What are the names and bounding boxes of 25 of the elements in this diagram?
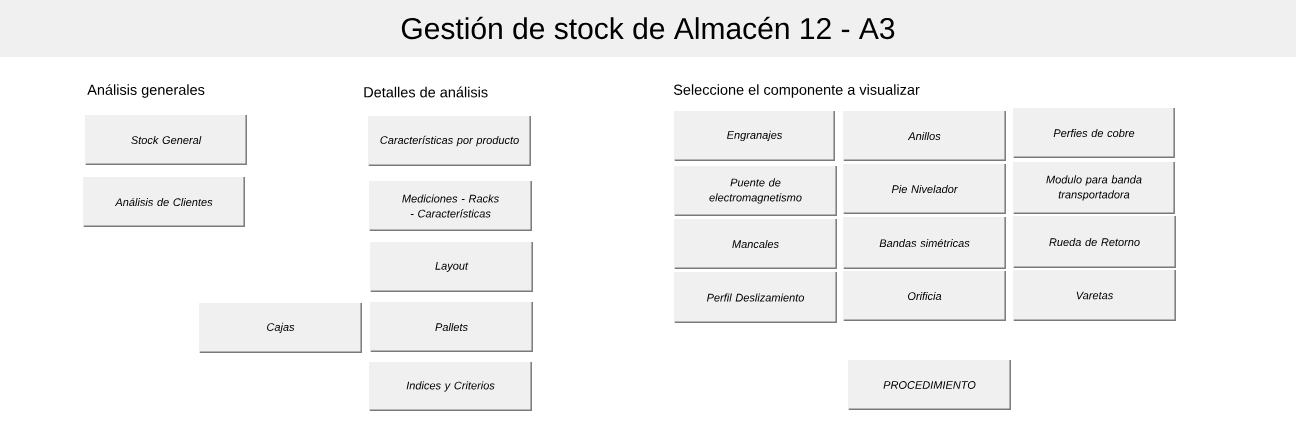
button: Mediciones - Racks - Características bbox=[369, 180, 532, 231]
button: Indices y Criterios bbox=[369, 361, 532, 411]
section-heading: Detalles de análisis bbox=[364, 86, 488, 98]
button: Anillos bbox=[843, 110, 1006, 161]
button: Engranajes bbox=[674, 110, 835, 161]
title-bar: Gestión de stock de Almacén 12 - A3 bbox=[0, 0, 1296, 57]
button: Layout bbox=[370, 241, 533, 292]
button: Perfies de cobre bbox=[1013, 107, 1175, 158]
button: Cajas bbox=[199, 302, 362, 353]
button: Perfil Deslizamiento bbox=[674, 271, 837, 323]
button: Orificia bbox=[843, 270, 1006, 321]
button: Pallets bbox=[370, 301, 533, 352]
button: Rueda de Retorno bbox=[1013, 215, 1176, 268]
button: Varetas bbox=[1013, 269, 1176, 321]
button: Mancales bbox=[674, 218, 837, 269]
button: Bandas simétricas bbox=[843, 216, 1006, 269]
button: Puente de electromagnetismo bbox=[674, 165, 837, 216]
section-heading: Seleccione el componente a visualizar bbox=[673, 84, 920, 98]
button: Análisis de Clientes bbox=[83, 176, 245, 227]
button: Stock General bbox=[85, 114, 247, 165]
button: Modulo para banda transportadora bbox=[1013, 161, 1175, 214]
button: Pie Nivelador bbox=[843, 163, 1006, 214]
section-heading: Análisis generales bbox=[87, 84, 205, 98]
button: PROCEDIMIENTO bbox=[848, 359, 1011, 410]
button: Características por producto bbox=[368, 115, 531, 166]
